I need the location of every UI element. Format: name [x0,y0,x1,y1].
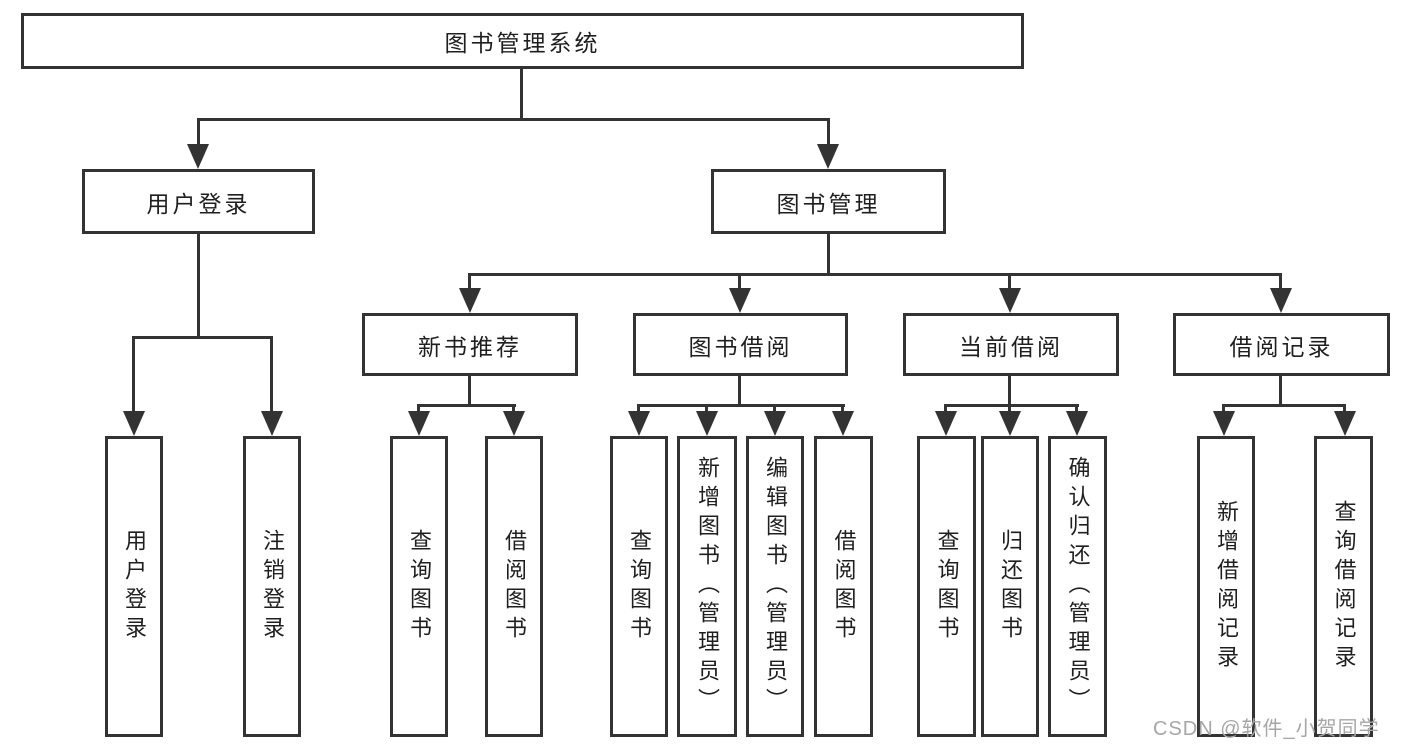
node-user-login-label: 用户登录 [146,190,251,217]
leaf-borrow-books-label: 借阅图书 [831,528,857,645]
connector-line [841,404,844,414]
connector-line [197,118,830,121]
leaf-query-books-current: 查询图书 [917,436,976,737]
watermark: CSDN @软件_小贺同学 [1153,718,1380,740]
connector-line [1008,404,1011,414]
down-arrowhead-icon [1213,411,1235,436]
leaf-borrow-books-newbook-label: 借阅图书 [502,528,527,645]
leaf-query-borrow-record: 查询借阅记录 [1314,436,1373,737]
down-arrowhead-icon [503,411,525,436]
connector-line [738,273,741,291]
down-arrowhead-icon [187,144,209,169]
leaf-confirm-return-admin: 确认归还（管理员） [1048,436,1107,737]
leaf-return-books: 归还图书 [981,436,1039,737]
leaf-return-books-label: 归还图书 [998,528,1023,645]
down-arrowhead-icon [1066,411,1088,436]
connector-line [197,118,200,148]
connector-line [773,404,776,414]
connector-line [468,273,1282,276]
connector-line [1222,404,1225,414]
down-arrowhead-icon [459,288,481,313]
connector-line [827,231,830,275]
node-new-book-recommend: 新书推荐 [362,313,578,376]
connector-line [705,404,708,414]
connector-line [520,66,523,120]
connector-line [827,118,830,148]
connector-line [468,374,471,406]
down-arrowhead-icon [628,411,650,436]
connector-line [637,404,845,407]
down-arrowhead-icon [696,411,718,436]
connector-line [1343,404,1346,414]
down-arrowhead-icon [935,411,957,436]
node-book-management-label: 图书管理 [776,190,881,217]
connector-line [270,336,273,414]
down-arrowhead-icon [999,411,1021,436]
leaf-add-books-admin-label: 新增图书（管理员） [695,456,720,717]
node-book-borrow-label: 图书借阅 [688,333,793,360]
leaf-add-borrow-record-label: 新增借阅记录 [1214,499,1239,674]
leaf-query-books-newbook: 查询图书 [390,436,448,737]
node-root-label: 图书管理系统 [444,30,601,56]
leaf-user-login: 用户登录 [105,436,163,737]
leaf-edit-books-admin: 编辑图书（管理员） [746,436,804,737]
connector-line [944,404,947,414]
leaf-logout-login-label: 注销登录 [260,528,285,645]
leaf-query-books-borrow: 查询图书 [610,436,668,737]
connector-line [1279,273,1282,291]
connector-line [1279,374,1282,406]
down-arrowhead-icon [817,144,839,169]
leaf-query-borrow-record-label: 查询借阅记录 [1331,499,1357,674]
node-borrow-records-label: 借阅记录 [1229,333,1334,360]
leaf-query-books-borrow-label: 查询图书 [627,528,652,645]
node-book-borrow: 图书借阅 [633,313,848,376]
down-arrowhead-icon [1270,288,1292,313]
down-arrowhead-icon [1334,411,1356,436]
connector-line [197,231,200,338]
connector-line [1075,404,1078,414]
leaf-add-borrow-record: 新增借阅记录 [1197,436,1255,737]
connector-line [468,273,471,291]
node-root: 图书管理系统 [21,13,1024,69]
connector-line [637,404,640,414]
down-arrowhead-icon [764,411,786,436]
connector-line [512,404,515,414]
node-user-login: 用户登录 [82,169,315,234]
leaf-logout-login: 注销登录 [243,436,301,737]
node-current-borrow-label: 当前借阅 [959,333,1063,360]
connector-line [1008,273,1011,291]
leaf-borrow-books: 借阅图书 [814,436,873,737]
connector-line [944,404,1079,407]
leaf-add-books-admin: 新增图书（管理员） [677,436,737,737]
node-current-borrow: 当前借阅 [903,313,1119,376]
node-borrow-records: 借阅记录 [1173,313,1390,376]
connector-line [132,336,272,339]
leaf-query-books-newbook-label: 查询图书 [407,528,432,645]
down-arrowhead-icon [999,288,1021,313]
down-arrowhead-icon [408,411,430,436]
connector-line [738,374,741,406]
down-arrowhead-icon [123,411,145,436]
connector-line [1222,404,1346,407]
down-arrowhead-icon [261,411,283,436]
connector-line [417,404,420,414]
leaf-edit-books-admin-label: 编辑图书（管理员） [763,456,788,717]
down-arrowhead-icon [832,411,854,436]
connector-line [132,336,135,414]
leaf-user-login-label: 用户登录 [122,528,147,645]
node-new-book-recommend-label: 新书推荐 [418,333,522,360]
connector-line [417,404,516,407]
node-book-management: 图书管理 [711,169,946,234]
leaf-query-books-current-label: 查询图书 [934,528,960,645]
connector-line [1008,374,1011,406]
down-arrowhead-icon [729,288,751,313]
leaf-confirm-return-admin-label: 确认归还（管理员） [1065,456,1091,717]
leaf-borrow-books-newbook: 借阅图书 [485,436,543,737]
